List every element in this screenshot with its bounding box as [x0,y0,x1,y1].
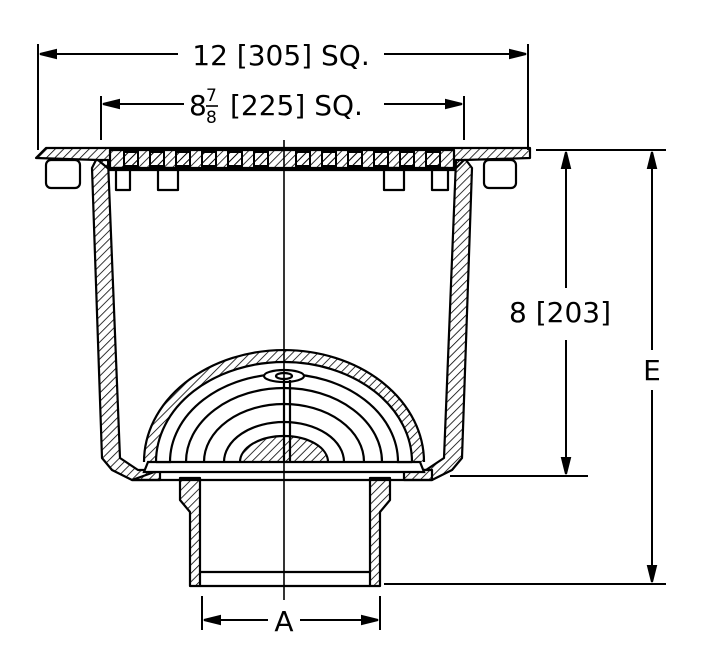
dimension-a-label: A [274,605,293,638]
dimension-overall-height [384,149,666,585]
grate-slots [123,151,441,167]
dimension-12-label: 12 [305] SQ. [192,39,369,72]
dimension-e-label: E [643,354,661,387]
dimension-depth [450,149,588,477]
svg-text:8: 8 [189,89,207,122]
svg-text:7: 7 [206,86,217,106]
svg-text:[225] SQ.: [225] SQ. [230,89,363,122]
dimension-8-7-8-sq [100,96,465,140]
dimension-8-7-8-label: 8 7 8 [225] SQ. [189,86,363,128]
svg-text:8: 8 [206,108,217,128]
dimension-12-sq [37,44,529,150]
dimension-outlet [201,596,381,630]
dimension-depth-label: 8 [203] [509,296,611,329]
